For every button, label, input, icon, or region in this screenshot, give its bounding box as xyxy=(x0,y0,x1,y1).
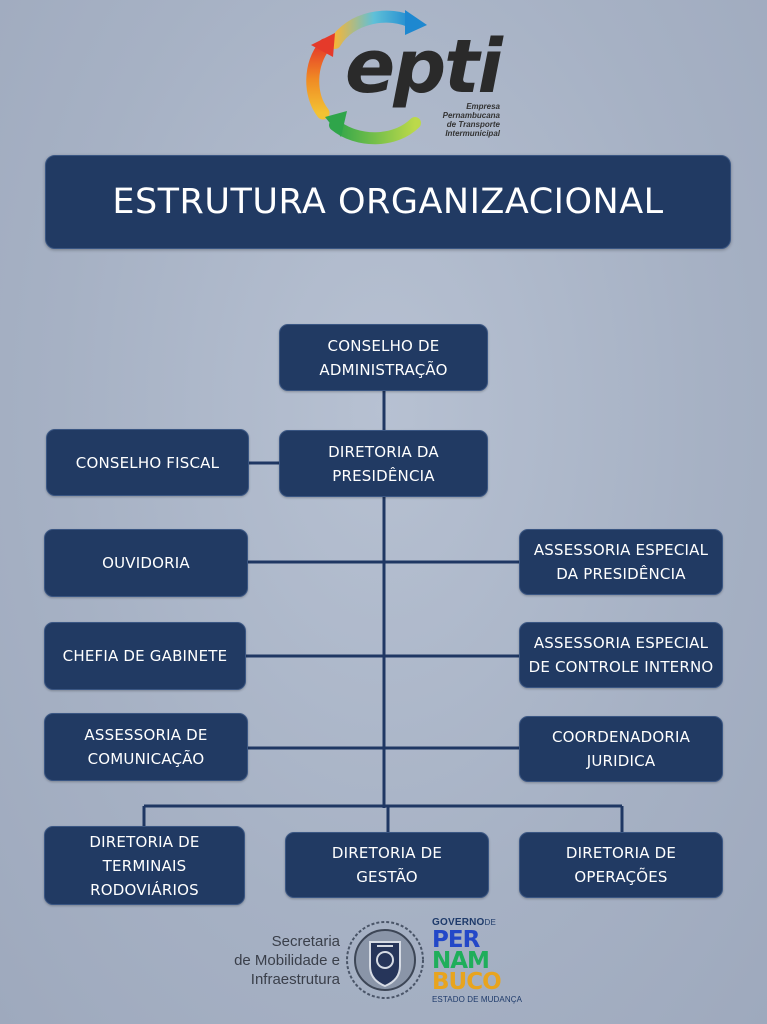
node-diretoria-operacoes: DIRETORIA DE OPERAÇÕES xyxy=(519,832,723,898)
node-conselho-administracao: CONSELHO DE ADMINISTRAÇÃO xyxy=(279,324,488,391)
governo-word-per: PER xyxy=(432,927,480,953)
node-coordenadoria-juridica: COORDENADORIA JURIDICA xyxy=(519,716,723,782)
node-assessoria-especial-presidencia: ASSESSORIA ESPECIAL DA PRESIDÊNCIA xyxy=(519,529,723,595)
node-ouvidoria: OUVIDORIA xyxy=(44,529,248,597)
governo-word-buco: BUCO xyxy=(432,969,502,995)
epti-logo-arrows xyxy=(306,10,427,145)
logo-subtitle: Empresa Pernambucana de Transporte Inter… xyxy=(442,102,500,138)
state-coat-of-arms-icon xyxy=(346,921,424,999)
node-conselho-fiscal: CONSELHO FISCAL xyxy=(46,429,249,496)
governo-pernambuco-logo: GOVERNODE PER NAM BUCO ESTADO DE MUDANÇA xyxy=(432,917,552,1007)
node-assessoria-comunicacao: ASSESSORIA DE COMUNICAÇÃO xyxy=(44,713,248,781)
node-diretoria-presidencia: DIRETORIA DA PRESIDÊNCIA xyxy=(279,430,488,497)
secretaria-logo-text: Secretaria de Mobilidade e Infraestrutur… xyxy=(234,933,340,988)
page-title: ESTRUTURA ORGANIZACIONAL xyxy=(45,155,731,249)
governo-word-nam: NAM xyxy=(432,948,490,974)
node-diretoria-gestao: DIRETORIA DE GESTÃO xyxy=(285,832,489,898)
governo-label: GOVERNODE xyxy=(432,917,497,928)
governo-tagline: ESTADO DE MUDANÇA xyxy=(432,995,523,1004)
node-assessoria-especial-controle: ASSESSORIA ESPECIAL DE CONTROLE INTERNO xyxy=(519,622,723,688)
node-diretoria-terminais: DIRETORIA DE TERMINAIS RODOVIÁRIOS xyxy=(44,826,245,905)
logo-wordmark: epti xyxy=(345,24,503,110)
node-chefia-gabinete: CHEFIA DE GABINETE xyxy=(44,622,246,690)
